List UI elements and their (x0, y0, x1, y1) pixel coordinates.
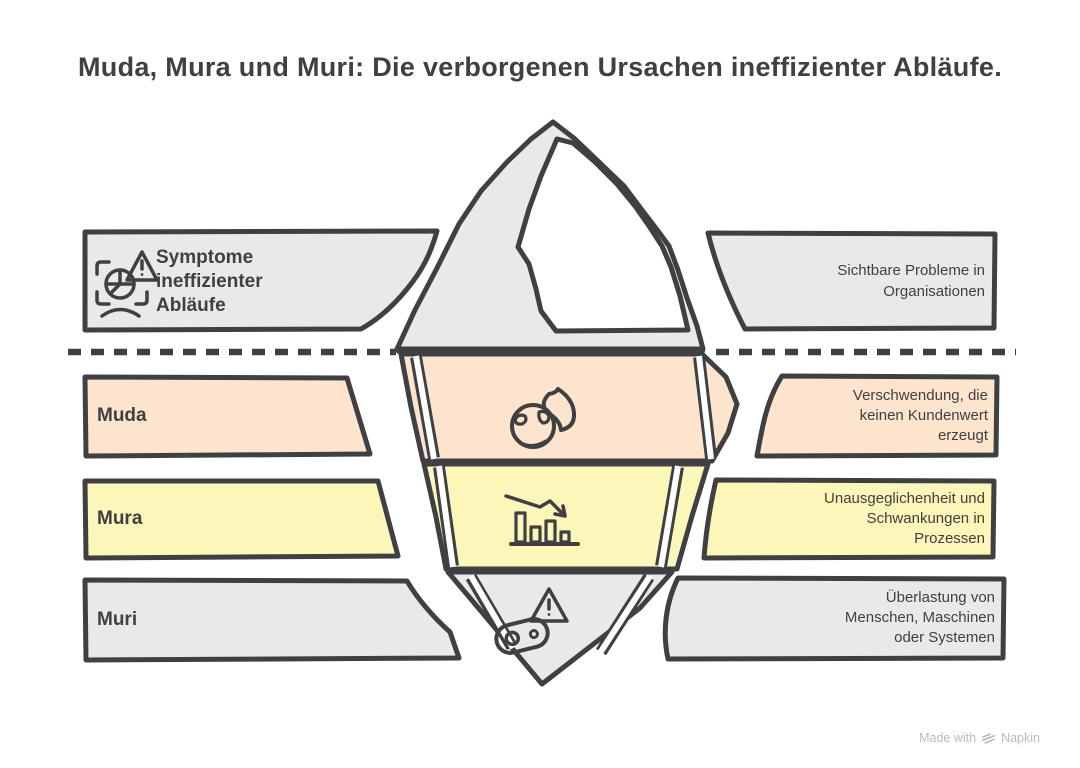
overload-warning-icon (494, 587, 569, 655)
iceberg-band-muri (445, 569, 675, 687)
iceberg-band-muda (398, 351, 740, 464)
burning-globe-icon (510, 387, 577, 449)
row-label-mura: Mura (97, 508, 143, 529)
symptome-left-box (82, 228, 440, 333)
diagram-title: Muda, Mura und Muri: Die verborgenen Urs… (77, 52, 1003, 82)
muda-right-box (754, 373, 1000, 459)
brand-text: Napkin (1001, 731, 1040, 745)
row-label-muda: Muda (97, 405, 147, 426)
muda-left-box (82, 374, 373, 459)
row-label-symptome: Symptome ineffizienter Abläufe (156, 247, 263, 316)
iceberg-underwater-bands (398, 351, 740, 687)
mura-right-box (701, 477, 997, 561)
napkin-attribution-link[interactable]: Made with Napkin (919, 731, 1040, 745)
mura-left-box (82, 478, 401, 561)
row-description-muri: Überlastung von Menschen, Maschinen oder… (844, 589, 995, 646)
symptome-right-box (705, 230, 998, 332)
made-with-text: Made with (919, 731, 977, 745)
row-boxes-right (662, 230, 1007, 662)
napkin-chevron-logo-icon (982, 732, 995, 744)
iceberg-facet (515, 136, 691, 334)
row-boxes-left (82, 228, 462, 663)
muri-left-box (82, 577, 462, 663)
row-description-mura: Unausgeglichenheit und Schwankungen in P… (824, 490, 985, 547)
muri-right-box (662, 575, 1007, 662)
inspection-warning-icon (95, 250, 159, 318)
iceberg-cracks (410, 355, 717, 656)
row-label-muri: Muri (97, 609, 138, 630)
declining-bar-chart-icon (504, 494, 580, 546)
iceberg-tip (394, 119, 706, 354)
row-description-muda: Verschwendung, die keinen Kundenwert erz… (852, 387, 988, 444)
row-description-symptome: Sichtbare Probleme in Organisationen (837, 262, 985, 300)
